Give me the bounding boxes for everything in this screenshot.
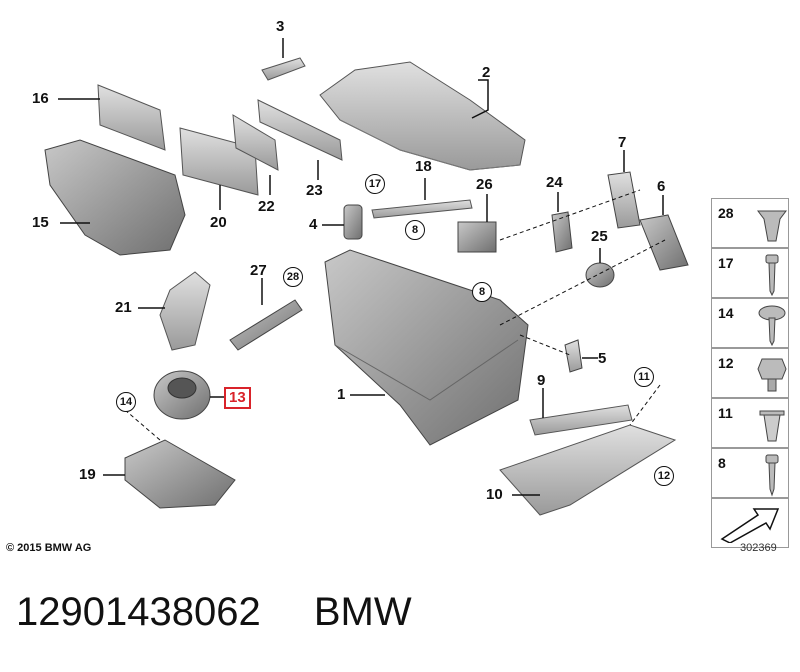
screw-icon — [765, 254, 779, 297]
part-5-clip — [564, 339, 598, 373]
part-10-channel — [499, 424, 677, 516]
part-6-bracket — [639, 195, 689, 271]
callout-3: 3 — [276, 18, 285, 35]
callout-4: 4 — [309, 216, 318, 233]
brand-name: BMW — [313, 590, 412, 634]
callout-18: 18 — [415, 158, 432, 175]
hex-nut-icon — [757, 358, 787, 392]
legend-number: 8 — [718, 455, 726, 471]
legend-row-11[interactable]: 11 — [711, 398, 789, 448]
legend-row-12[interactable]: 12 — [711, 348, 789, 398]
legend-number: 11 — [718, 405, 733, 421]
part-13-flange — [153, 370, 225, 420]
legend-number: 28 — [718, 205, 734, 221]
callout-9: 9 — [537, 372, 546, 389]
part-18-rail — [371, 178, 473, 219]
assembly-lines — [124, 189, 666, 441]
legend-row-14[interactable]: 14 — [711, 298, 789, 348]
legend-row-8[interactable]: 8 — [711, 448, 789, 498]
part-24-pad — [551, 192, 573, 253]
fastener-legend: 28 17 14 12 11 8 — [711, 198, 789, 548]
callout-21: 21 — [115, 299, 132, 316]
copyright-notice: © 2015 BMW AG — [6, 542, 92, 554]
exploded-parts-diagram — [44, 38, 689, 516]
part-21-hose — [138, 271, 211, 351]
part-15-housing — [44, 139, 186, 256]
callout-27: 27 — [250, 262, 267, 279]
direction-arrow-icon — [720, 508, 780, 543]
callout-26: 26 — [476, 176, 493, 193]
legend-row-17[interactable]: 17 — [711, 248, 789, 298]
part-19-tray — [103, 439, 236, 509]
callout-13-highlighted[interactable]: 13 — [224, 387, 251, 409]
callout-25: 25 — [591, 228, 608, 245]
callout-7: 7 — [618, 134, 627, 151]
callout-19: 19 — [79, 466, 96, 483]
callout-24: 24 — [546, 174, 563, 191]
part-9-strip — [529, 388, 633, 436]
part-26-clip — [457, 194, 497, 253]
callout-22: 22 — [258, 198, 275, 215]
part-7-bracket — [607, 150, 641, 229]
callout-1: 1 — [337, 386, 346, 403]
callout-28: 28 — [283, 267, 303, 287]
part-22-strip — [232, 114, 279, 195]
part-4-grommet — [322, 204, 363, 240]
callout-15: 15 — [32, 214, 49, 231]
legend-row-28[interactable]: 28 — [711, 198, 789, 248]
part-caption: 12901438062 BMW — [16, 590, 412, 635]
legend-row-arrow — [711, 498, 789, 548]
legend-number: 14 — [718, 305, 734, 321]
part-3-bracket — [261, 38, 306, 81]
part-1-box — [324, 249, 529, 446]
part-number: 12901438062 — [16, 590, 261, 634]
callout-20: 20 — [210, 214, 227, 231]
callout-10: 10 — [486, 486, 503, 503]
callout-2: 2 — [482, 64, 491, 81]
washer-screw-icon — [758, 305, 786, 347]
part-16-panel — [58, 84, 166, 151]
legend-number: 12 — [718, 355, 734, 371]
callout-11: 11 — [634, 367, 654, 387]
callout-8-upper: 8 — [405, 220, 425, 240]
callout-12: 12 — [654, 466, 674, 486]
callout-8-lower: 8 — [472, 282, 492, 302]
expanding-rivet-icon — [759, 410, 785, 442]
part-25-plug — [585, 248, 615, 288]
diagram-number: 302369 — [740, 542, 777, 554]
self-tapping-screw-icon — [765, 454, 779, 497]
legend-number: 17 — [718, 255, 734, 271]
callout-16: 16 — [32, 90, 49, 107]
callout-6: 6 — [657, 178, 666, 195]
callout-14: 14 — [116, 392, 136, 412]
callout-23: 23 — [306, 182, 323, 199]
clip-icon — [757, 210, 787, 242]
callout-5: 5 — [598, 350, 607, 367]
callout-17: 17 — [365, 174, 385, 194]
part-2-cover — [319, 61, 526, 171]
part-27-sensor — [229, 278, 303, 351]
part-23-strip — [257, 99, 343, 180]
